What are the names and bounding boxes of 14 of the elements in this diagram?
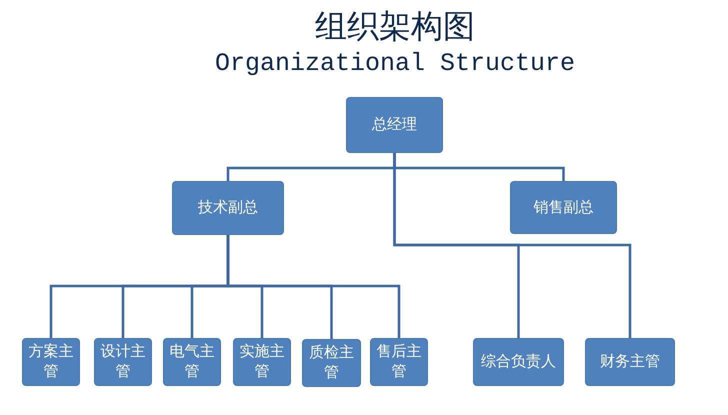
chart-title: 组织架构图 <box>315 7 475 46</box>
org-box: 财务主管 <box>585 338 675 386</box>
org-box: 电气主管 <box>163 338 221 386</box>
subtitle: Organizational Structure <box>214 48 576 80</box>
org-box: 总经理 <box>346 97 443 153</box>
org-box: 综合负责人 <box>473 338 564 386</box>
org-box: 实施主管 <box>233 338 291 386</box>
org-box: 售后主管 <box>370 338 428 386</box>
connector-line <box>393 153 632 338</box>
org-box: 销售副总 <box>510 181 617 234</box>
org-box: 设计主管 <box>94 338 152 386</box>
org-box: 方案主管 <box>22 338 80 386</box>
org-box: 质检主管 <box>302 339 361 387</box>
org-box: 技术副总 <box>172 181 284 235</box>
